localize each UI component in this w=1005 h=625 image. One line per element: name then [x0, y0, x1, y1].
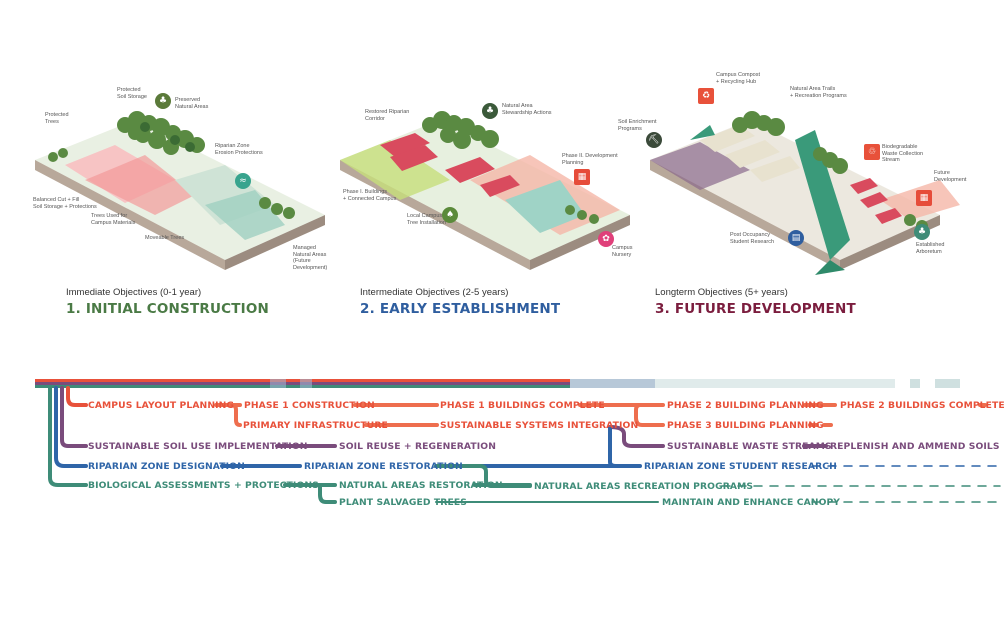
label-future-development: Future Development	[934, 170, 967, 183]
phase-3-title: 3. FUTURE DEVELOPMENT	[655, 301, 856, 317]
label-campus-nursery: Campus Nursery	[612, 245, 633, 258]
timeline-lines	[35, 379, 1001, 504]
phase-3-objective: Longterm Objectives (5+ years)	[655, 287, 788, 298]
campus-nursery-icon: ✿	[598, 231, 614, 247]
riparian-zone-restoration: RIPARIAN ZONE RESTORATION	[304, 461, 463, 472]
primary-infrastructure: PRIMARY INFRASTRUCTURE	[243, 420, 388, 431]
label-soil-enrichment: Soil Enrichment Programs	[618, 119, 657, 132]
phase-2-terrain	[340, 111, 630, 270]
development-planning-icon: ▦	[574, 169, 590, 185]
compost-hub-icon: ♻	[698, 88, 714, 104]
timeline-diagram: CAMPUS LAYOUT PLANNING PHASE 1 CONSTRUCT…	[0, 370, 1005, 530]
soil-enrichment-icon: ⛏	[646, 132, 662, 148]
label-preserved-areas: Preserved Natural Areas	[175, 97, 209, 110]
biological-assessments: BIOLOGICAL ASSESSMENTS + PROTECTIONS	[88, 480, 319, 491]
label-trails: Natural Area Trails + Recreation Program…	[790, 86, 847, 99]
campus-layout-planning: CAMPUS LAYOUT PLANNING	[88, 400, 235, 411]
label-trees-used: Trees Used for Campus Materials	[91, 213, 136, 226]
phase3-building-planning: PHASE 3 BUILDING PLANNING	[667, 420, 824, 431]
phase-1-title: 1. INITIAL CONSTRUCTION	[66, 301, 270, 317]
label-arboretum: Established Arboretum	[916, 242, 945, 255]
soil-reuse-regeneration: SOIL REUSE + REGENERATION	[339, 441, 496, 452]
phase-1-terrain	[35, 111, 325, 270]
natural-areas-restoration: NATURAL AREAS RESTORATION	[339, 480, 503, 491]
arboretum-icon: ♣	[914, 224, 930, 240]
label-protected-trees: Protected Trees	[45, 112, 69, 125]
label-phase1-buildings: Phase I. Buildings + Connected Campus	[343, 189, 397, 202]
phase1-construction: PHASE 1 CONSTRUCTION	[244, 400, 375, 411]
label-compost: Campus Compost + Recycling Hub	[716, 72, 761, 85]
label-moveable-trees: Moveable Trees	[145, 235, 185, 241]
phase-2-illustration: ♣ ▦ ♠ ✿ Restored Riparian Corridor Natur…	[330, 85, 633, 325]
label-balanced-cut: Balanced Cut + Fill Soil Storage + Prote…	[33, 197, 97, 210]
label-restored-riparian: Restored Riparian Corridor	[365, 109, 410, 122]
replenish-amend-soils: REPLENISH AND AMMEND SOILS	[830, 441, 1000, 452]
label-local-tree: Local Campus Tree Installation	[407, 213, 446, 226]
phase-2-title: 2. EARLY ESTABLISHMENT	[360, 301, 561, 317]
riparian-student-research: RIPARIAN ZONE STUDENT RESEARCH	[644, 461, 837, 472]
label-stewardship: Natural Area Stewardship Actions	[502, 103, 552, 116]
label-riparian-erosion: Riparian Zone Erosion Protections	[215, 143, 263, 156]
phase-2-objective: Intermediate Objectives (2-5 years)	[360, 287, 509, 298]
future-development-icon: ▦	[916, 190, 932, 206]
phase-3-terrain	[650, 111, 960, 275]
riparian-zone-designation: RIPARIAN ZONE DESIGNATION	[88, 461, 245, 472]
phase2-buildings-complete: PHASE 2 BUILDINGS COMPLETE	[840, 400, 1005, 411]
phase1-buildings-complete: PHASE 1 BUILDINGS COMPLETE	[440, 400, 605, 411]
sustainable-systems-integration: SUSTAINABLE SYSTEMS INTEGRATION	[440, 420, 639, 431]
label-soil-storage: Protected Soil Storage	[117, 87, 147, 100]
maintain-enhance-canopy: MAINTAIN AND ENHANCE CANOPY	[662, 497, 841, 508]
label-biodegradable: Biodegradable Waste Collection Stream	[882, 144, 924, 163]
student-research-icon: ▤	[788, 230, 804, 246]
waste-stream-icon: ♲	[864, 144, 880, 160]
phase-1-illustration: ♣ ≈ Protected Trees Protected Soil Stora…	[25, 85, 328, 325]
plant-salvaged-trees: PLANT SALVAGED TREES	[339, 497, 467, 508]
phase-1-objective: Immediate Objectives (0-1 year)	[66, 287, 202, 298]
label-phase2-planning: Phase II. Development Planning	[562, 153, 618, 166]
riparian-erosion-icon: ≈	[235, 173, 251, 189]
sustainable-waste-streams: SUSTAINABLE WASTE STREAMS	[667, 441, 832, 452]
label-post-occupancy: Post Occupancy Student Research	[730, 232, 775, 245]
preserved-natural-areas-icon: ♣	[155, 93, 171, 109]
sustainable-soil-use: SUSTAINABLE SOIL USE IMPLEMENTATION	[88, 441, 308, 452]
phase-3-illustration: ♻ ⛏ ♲ ▦ ▤ ♣ Campus Compost + Recycling H…	[618, 70, 966, 310]
phase2-building-planning: PHASE 2 BUILDING PLANNING	[667, 400, 824, 411]
tree-installation-icon: ♠	[442, 207, 458, 223]
stewardship-icon: ♣	[482, 103, 498, 119]
natural-areas-recreation: NATURAL AREAS RECREATION PROGRAMS	[534, 481, 754, 492]
label-managed-areas: Managed Natural Areas (Future Developmen…	[293, 245, 328, 271]
